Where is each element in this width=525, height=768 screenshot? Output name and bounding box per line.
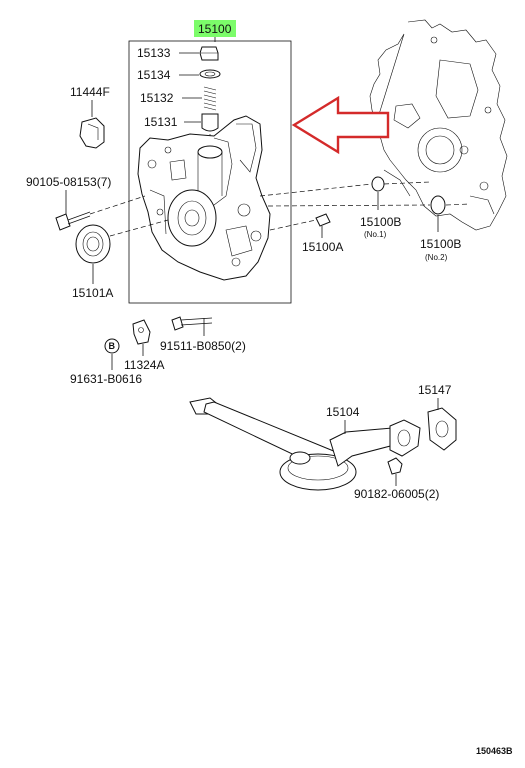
part-label-15100B-no1-sub: (No.1) — [364, 230, 387, 239]
part-label-15100A: 15100A — [302, 240, 343, 254]
part-label-11444F: 11444F — [70, 85, 110, 99]
oil-pump-assembly-box: 15100 — [128, 20, 292, 304]
oil-strainer-assembly: 15104 15147 90182-06005(2) — [189, 383, 457, 501]
engine-block-outline — [369, 19, 508, 231]
part-label-15101A: 15101A — [72, 286, 113, 300]
part-label-11324A: 11324A — [124, 358, 164, 372]
part-label-91511-B0850: 91511-B0850(2) — [160, 339, 246, 353]
part-label-15104: 15104 — [326, 405, 360, 419]
left-side-parts: 11444F 90105-08153(7) 15101A — [26, 85, 169, 300]
lower-fasteners: 91511-B0850(2) 11324A B 91631-B0616 — [70, 316, 246, 386]
part-label-15133: 15133 — [137, 46, 171, 60]
right-side-parts: 15100A 15100B (No.1) 15100B (No.2) — [259, 176, 471, 262]
diagram-reference-code: 150463B — [476, 746, 513, 756]
relief-valve-parts: 15133 15134 15132 15131 — [137, 46, 221, 150]
highlight-arrow — [291, 95, 390, 155]
bolt-mark-b: B — [109, 341, 116, 351]
oil-pump-body — [137, 115, 271, 281]
part-label-15131: 15131 — [144, 115, 178, 129]
part-label-15100B-no2-sub: (No.2) — [425, 253, 448, 262]
assembly-highlight — [194, 20, 236, 37]
part-label-15134: 15134 — [137, 68, 171, 82]
part-label-15132: 15132 — [140, 91, 174, 105]
part-label-15100B-no2: 15100B — [420, 237, 461, 251]
part-label-90182-06005: 90182-06005(2) — [354, 487, 439, 501]
part-label-15147: 15147 — [418, 383, 452, 397]
part-label-15100B-no1: 15100B — [360, 215, 401, 229]
part-label-15100: 15100 — [198, 22, 232, 36]
part-label-91631-B0616: 91631-B0616 — [70, 372, 142, 386]
part-label-90105-08153: 90105-08153(7) — [26, 175, 111, 189]
